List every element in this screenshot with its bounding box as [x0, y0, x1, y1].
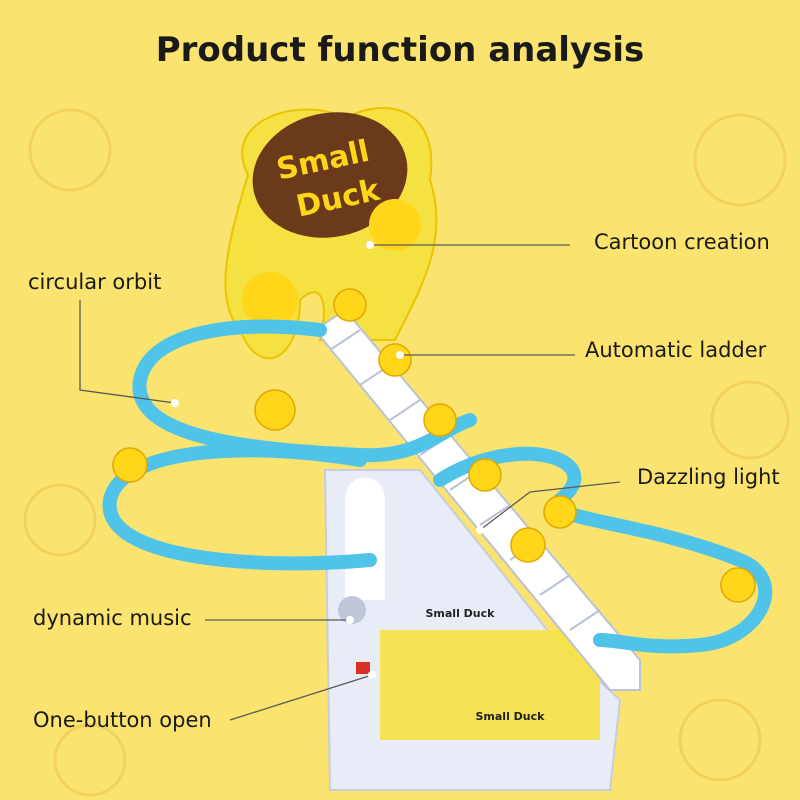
callout-circular-orbit: circular orbit [28, 270, 162, 294]
duck-toys [112, 288, 756, 603]
background-pattern [23, 108, 790, 797]
power-button [356, 662, 370, 674]
duck-toy [510, 527, 546, 563]
cartoon-board: Small Duck [224, 106, 438, 360]
callout-leader-lines [79, 241, 621, 721]
board-duck-face-left [242, 272, 298, 328]
duck-toy [333, 288, 367, 322]
callout-cartoon-creation: Cartoon creation [594, 230, 770, 254]
blue-track [102, 319, 773, 654]
duck-toy [720, 567, 756, 603]
callout-one-button-open: One-button open [33, 708, 212, 732]
duck-toy [543, 495, 577, 529]
base-tower: Small Duck Small Duck [323, 469, 622, 791]
page-title: Product function analysis [155, 30, 645, 70]
base-label-1: Small Duck [426, 607, 496, 620]
duck-toy [468, 458, 502, 492]
board-duck-face-right [369, 199, 421, 251]
duck-toy [378, 343, 412, 377]
callout-dazzling-light: Dazzling light [637, 465, 780, 489]
duck-toy [423, 403, 457, 437]
base-panel-yellow [380, 630, 600, 740]
speaker-grill [338, 596, 366, 624]
duck-toy [112, 447, 148, 483]
callout-automatic-ladder: Automatic ladder [585, 338, 767, 362]
callout-dynamic-music: dynamic music [33, 606, 192, 630]
duck-toy [254, 389, 296, 431]
base-label-2: Small Duck [476, 710, 546, 723]
